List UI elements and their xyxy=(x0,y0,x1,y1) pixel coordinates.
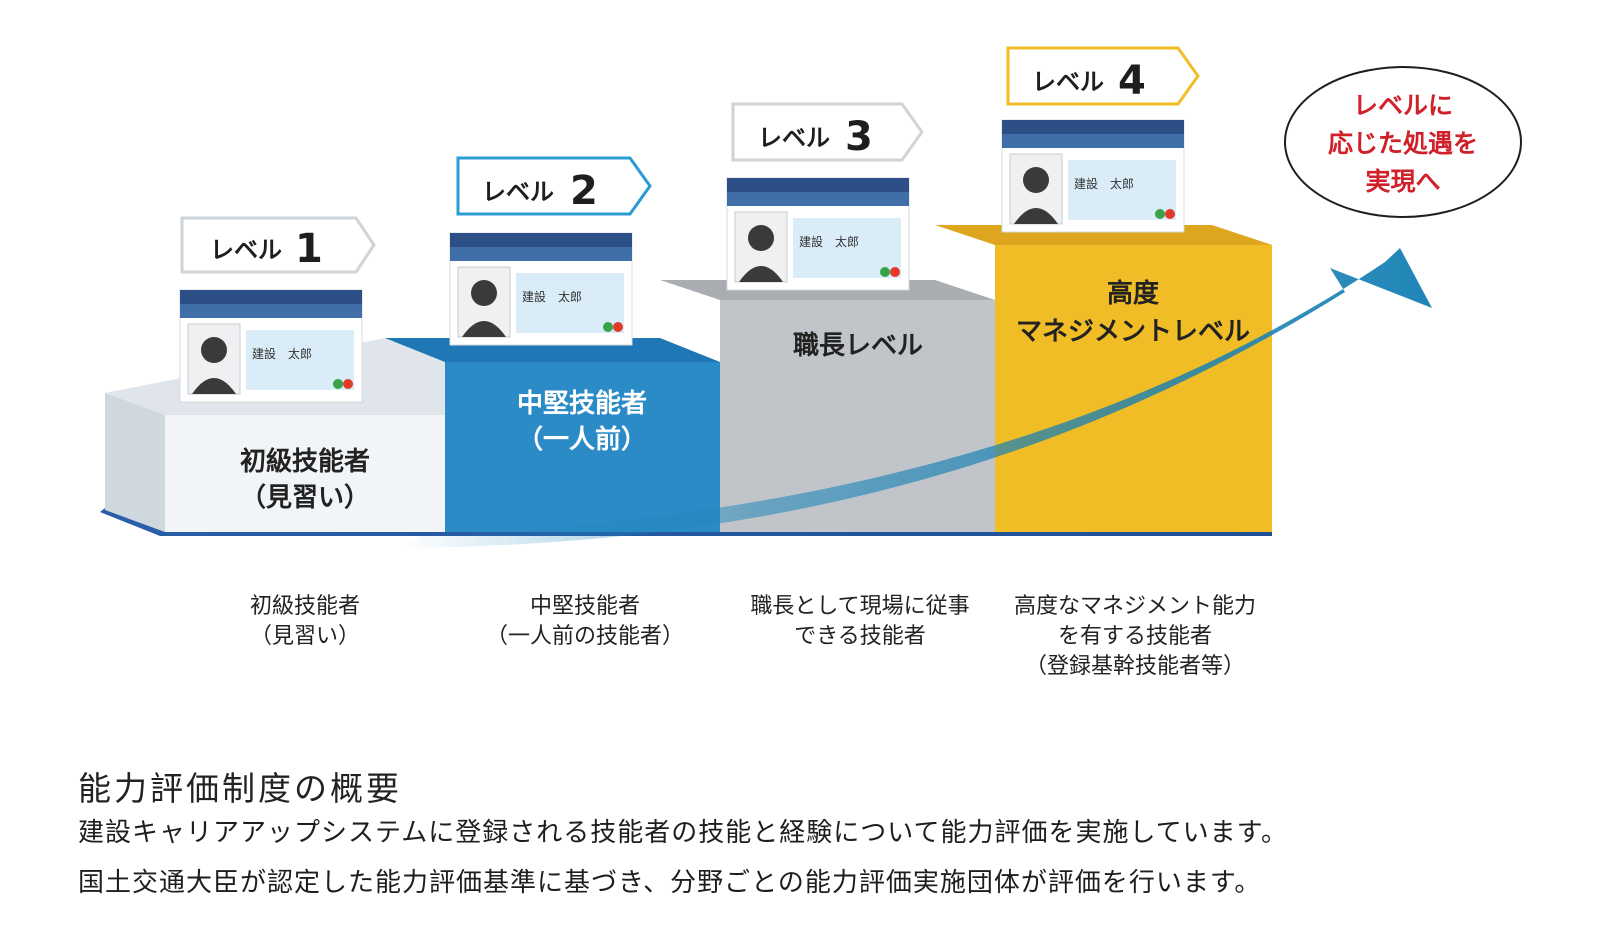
level-tag-1-number: 1 xyxy=(295,226,323,272)
level-tag-2: レベル 2 xyxy=(456,156,652,216)
id-card-1: 建設 太郎 xyxy=(179,289,363,403)
caption-level-2-line-1: 中堅技能者 xyxy=(529,594,640,619)
step-level-3 xyxy=(660,280,995,532)
step-4-title: 高度 xyxy=(1107,278,1159,309)
card-2-holder-name: 建設 太郎 xyxy=(522,289,582,304)
caption-level-1-line-1: 初級技能者 xyxy=(249,594,360,619)
caption-level-3-line-1: 職長として現場に従事 xyxy=(750,594,970,619)
level-tag-3-number: 3 xyxy=(845,114,873,160)
caption-level-4-line-3: （登録基幹技能者等） xyxy=(1024,654,1245,679)
card-3-holder-name: 建設 太郎 xyxy=(799,234,859,249)
step-level-4 xyxy=(935,225,1272,532)
level-tag-4-number: 4 xyxy=(1118,58,1146,104)
step-1-title: 初級技能者 xyxy=(240,446,370,477)
summary-line-2: 国土交通大臣が認定した能力評価基準に基づき、分野ごとの能力評価実施団体が評価を行… xyxy=(78,868,1262,898)
level-tag-1: レベル 1 xyxy=(180,216,376,274)
card-1-holder-name: 建設 太郎 xyxy=(252,346,312,361)
step-3-title: 職長レベル xyxy=(793,331,923,361)
level-tag-4-prefix: レベル xyxy=(1032,68,1104,96)
summary-title: 能力評価制度の概要 xyxy=(78,769,402,808)
level-tag-3-prefix: レベル xyxy=(758,124,830,152)
caption-level-3: 職長として現場に従事 できる技能者 xyxy=(735,592,985,652)
caption-level-2-line-2: （一人前の技能者） xyxy=(485,624,684,649)
step-1-sub: （見習い） xyxy=(240,483,370,513)
level-diagram: レベル 1 レベル 2 レベル 3 レベル 4 建設 太郎 建設 太郎 xyxy=(100,46,1522,548)
step-2-title: 中堅技能者 xyxy=(517,388,647,419)
goal-bubble-line-2: 応じた処遇を xyxy=(1328,129,1478,158)
step-4-sub: マネジメントレベル xyxy=(1016,317,1250,347)
id-card-2: 建設 太郎 xyxy=(449,232,633,346)
goal-bubble: レベルに 応じた処遇を 実現へ xyxy=(1284,66,1522,218)
caption-level-4-line-2: を有する技能者 xyxy=(1057,624,1212,649)
level-tag-1-prefix: レベル xyxy=(210,236,282,264)
caption-level-3-line-2: できる技能者 xyxy=(794,624,926,649)
caption-level-4-line-1: 高度なマネジメント能力 xyxy=(1013,594,1256,619)
caption-level-4: 高度なマネジメント能力 を有する技能者 （登録基幹技能者等） xyxy=(1000,592,1270,682)
level-tag-2-number: 2 xyxy=(570,168,598,214)
caption-level-1-line-2: （見習い） xyxy=(249,624,360,649)
level-tag-4: レベル 4 xyxy=(1006,46,1200,106)
id-card-4: 建設 太郎 xyxy=(1001,119,1185,233)
goal-bubble-line-1: レベルに xyxy=(1353,91,1453,120)
card-4-holder-name: 建設 太郎 xyxy=(1074,176,1134,191)
goal-bubble-line-3: 実現へ xyxy=(1365,167,1440,196)
id-card-3: 建設 太郎 xyxy=(726,177,910,291)
level-tag-3: レベル 3 xyxy=(731,102,924,162)
caption-level-2: 中堅技能者 （一人前の技能者） xyxy=(470,592,700,652)
summary-line-1: 建設キャリアアップシステムに登録される技能者の技能と経験について能力評価を実施し… xyxy=(78,818,1289,848)
step-level-2 xyxy=(385,338,720,532)
caption-level-1: 初級技能者 （見習い） xyxy=(200,592,410,652)
level-tag-2-prefix: レベル xyxy=(482,178,554,206)
step-2-sub: （一人前） xyxy=(517,424,647,455)
